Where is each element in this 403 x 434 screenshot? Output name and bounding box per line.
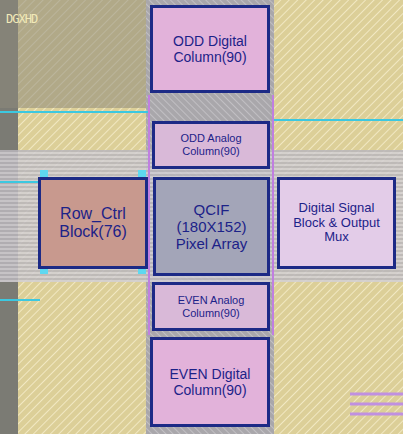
block-label: QCIF (180X152) Pixel Array bbox=[164, 201, 260, 253]
layout-block: EVEN Digital Column(90) bbox=[150, 337, 270, 427]
block-label: Digital Signal Block & Output Mux bbox=[287, 201, 387, 246]
layout-block: Digital Signal Block & Output Mux bbox=[277, 177, 396, 269]
layout-block: ODD Analog Column(90) bbox=[152, 121, 270, 169]
layout-block: QCIF (180X152) Pixel Array bbox=[153, 177, 270, 276]
layout-block: Row_Ctrl Block(76) bbox=[38, 177, 148, 269]
block-label: EVEN Digital Column(90) bbox=[168, 366, 252, 398]
block-label: Row_Ctrl Block(76) bbox=[48, 205, 138, 242]
layout-block: EVEN Analog Column(90) bbox=[152, 282, 270, 331]
layout-text: DGXHD bbox=[6, 12, 37, 26]
block-label: EVEN Analog Column(90) bbox=[163, 294, 259, 319]
block-label: ODD Analog Column(90) bbox=[163, 132, 259, 157]
layout-block: ODD Digital Column(90) bbox=[150, 5, 270, 93]
block-label: ODD Digital Column(90) bbox=[168, 33, 252, 65]
